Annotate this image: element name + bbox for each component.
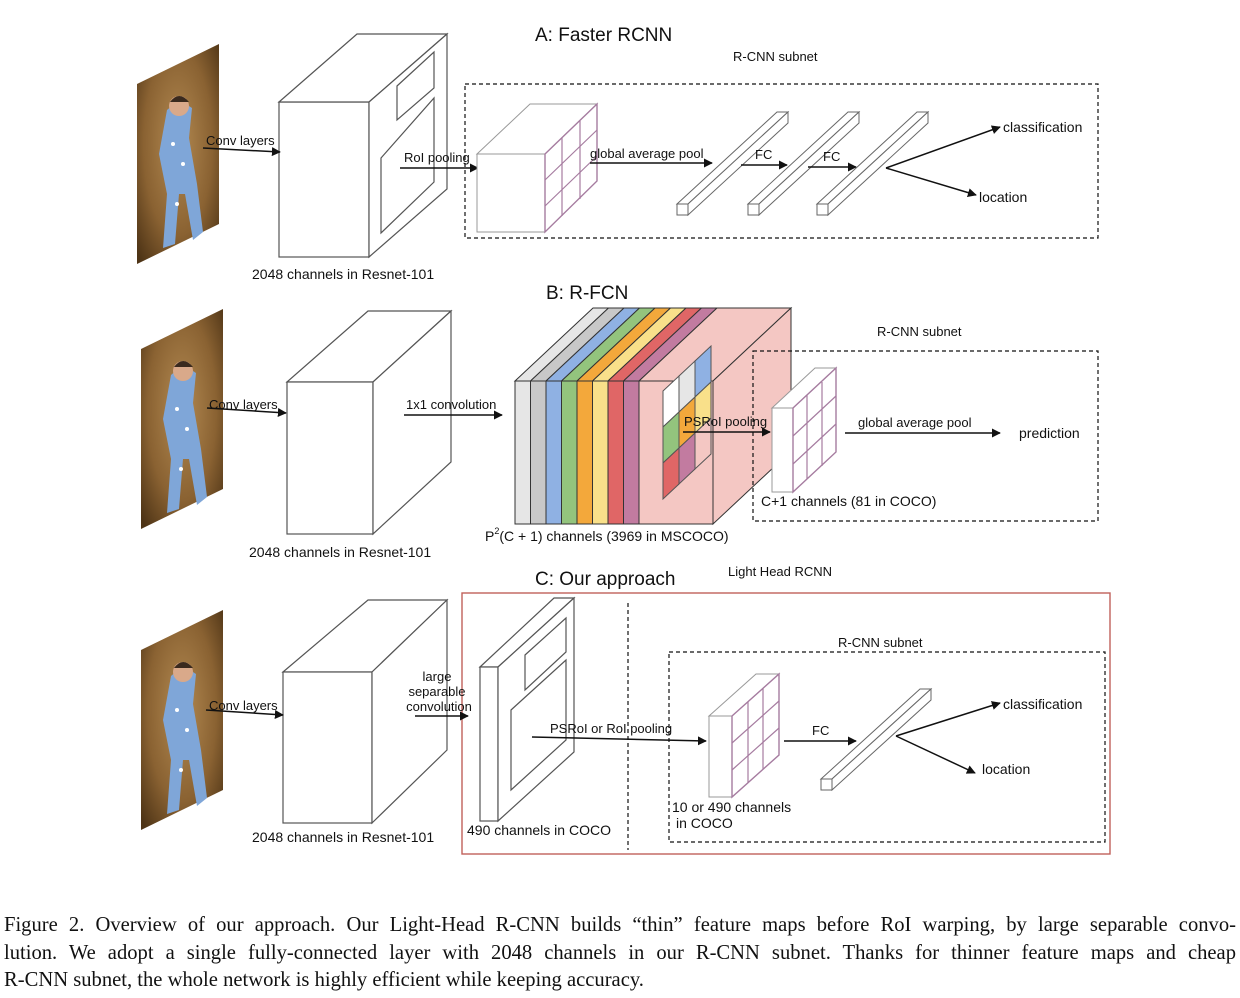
ps-grid-cell: [694, 416, 712, 471]
large-label-c-1: large: [423, 669, 452, 684]
conv-arrow-b: [206, 407, 287, 417]
roi-feature-cube-a: [475, 102, 599, 234]
panel-c: C: Our approach Light Head RCNN Conv lay…: [141, 564, 1111, 855]
backbone-label-b: 2048 channels in Resnet-101: [249, 544, 431, 560]
conv-label-c: Conv layers: [209, 698, 278, 713]
conv1x1-label-b: 1x1 convolution: [406, 397, 496, 412]
backbone-label-c: 2048 channels in Resnet-101: [252, 829, 434, 845]
fc-vector-a1: [675, 110, 790, 217]
score-map-slab: [544, 307, 641, 525]
score-map-slab: [529, 307, 626, 525]
roi-feat-label-c-2: in COCO: [676, 815, 733, 831]
roi-label-a: RoI pooling: [404, 150, 470, 165]
panel-b-title: B: R-FCN: [546, 283, 628, 304]
figure-caption: Figure 2. Overview of our approach. Our …: [4, 912, 1236, 995]
fc-vector-a2: [746, 110, 861, 217]
panel-b: B: R-FCN Conv layers 2048 channels in Re…: [141, 283, 1099, 560]
lighthead-label-c: Light Head RCNN: [728, 564, 832, 579]
fc-label-c: FC: [812, 723, 829, 738]
roi-feature-cube-b: [770, 366, 838, 494]
architecture-diagram: A: Faster RCNN Conv layers 2048 channels…: [137, 25, 1111, 855]
score-maps-b: [513, 306, 793, 526]
score-map-slab: [591, 307, 688, 525]
conv-arrow-c: [205, 709, 284, 719]
large-label-c-2: separable: [408, 684, 465, 699]
cls-label-c: classification: [1003, 696, 1082, 712]
input-image-a: [137, 44, 219, 264]
rcnn-subnet-label-b: R-CNN subnet: [877, 324, 962, 339]
score-map-slab: [575, 307, 672, 525]
input-image-c: [141, 610, 223, 830]
score-maps-label-b: P2(C + 1) channels (3969 in MSCOCO): [485, 526, 729, 544]
channels-label-b: C+1 channels (81 in COCO): [761, 493, 936, 509]
backbone-box-c: [281, 598, 449, 825]
cls-arrow-a: [885, 125, 1001, 169]
caption-line-3: R-CNN subnet, the whole network is highl…: [4, 969, 644, 991]
gap-label-b: global average pool: [858, 415, 972, 430]
roi-feature-cube-c: [707, 672, 781, 799]
caption-line-2: lution. We adopt a single fully-connecte…: [4, 941, 1236, 964]
fc1-label-a: FC: [755, 147, 772, 162]
caption-line-1: Figure 2. Overview of our approach. Our …: [4, 914, 1236, 936]
panel-a: A: Faster RCNN Conv layers 2048 channels…: [137, 25, 1099, 282]
gap-label-a: global average pool: [590, 146, 704, 161]
loc-arrow-a: [885, 167, 977, 197]
large-label-c-3: convolution: [406, 699, 472, 714]
panel-c-title: C: Our approach: [535, 569, 675, 590]
psroi-label-b: PSRoI pooling: [684, 414, 767, 429]
fc-vector-a3: [815, 110, 930, 217]
thin-label-c: 490 channels in COCO: [467, 822, 611, 838]
prediction-label-b: prediction: [1019, 425, 1080, 441]
input-image-b: [141, 309, 223, 529]
panel-a-title: A: Faster RCNN: [535, 25, 672, 46]
conv-label-b: Conv layers: [209, 397, 278, 412]
lighthead-box-c: [461, 592, 1111, 855]
rcnn-subnet-box-b: [752, 350, 1099, 522]
rcnn-subnet-label-c: R-CNN subnet: [838, 635, 923, 650]
pool-arrow-c: [531, 736, 707, 746]
cls-arrow-c: [895, 701, 1001, 737]
roi-feat-label-c-1: 10 or 490 channels: [672, 799, 791, 815]
rcnn-subnet-box-c: [668, 651, 1106, 843]
loc-label-a: location: [979, 189, 1027, 205]
score-map-slab: [606, 307, 703, 525]
pool-label-c: PSRoI or RoI pooling: [550, 721, 672, 736]
loc-label-c: location: [982, 761, 1030, 777]
backbone-box-a: [277, 32, 449, 259]
rcnn-subnet-box-a: [464, 83, 1099, 239]
conv-label-a: Conv layers: [206, 133, 275, 148]
loc-arrow-c: [895, 735, 976, 774]
fc2-label-a: FC: [823, 149, 840, 164]
cls-label-a: classification: [1003, 119, 1082, 135]
fc-vector-c: [819, 687, 933, 792]
thin-feature-map-c: [478, 596, 576, 823]
backbone-label-a: 2048 channels in Resnet-101: [252, 266, 434, 282]
backbone-box-b: [285, 309, 453, 536]
rcnn-subnet-label-a: R-CNN subnet: [733, 49, 818, 64]
score-map-slab: [513, 307, 610, 525]
conv-arrow-a: [202, 147, 281, 157]
